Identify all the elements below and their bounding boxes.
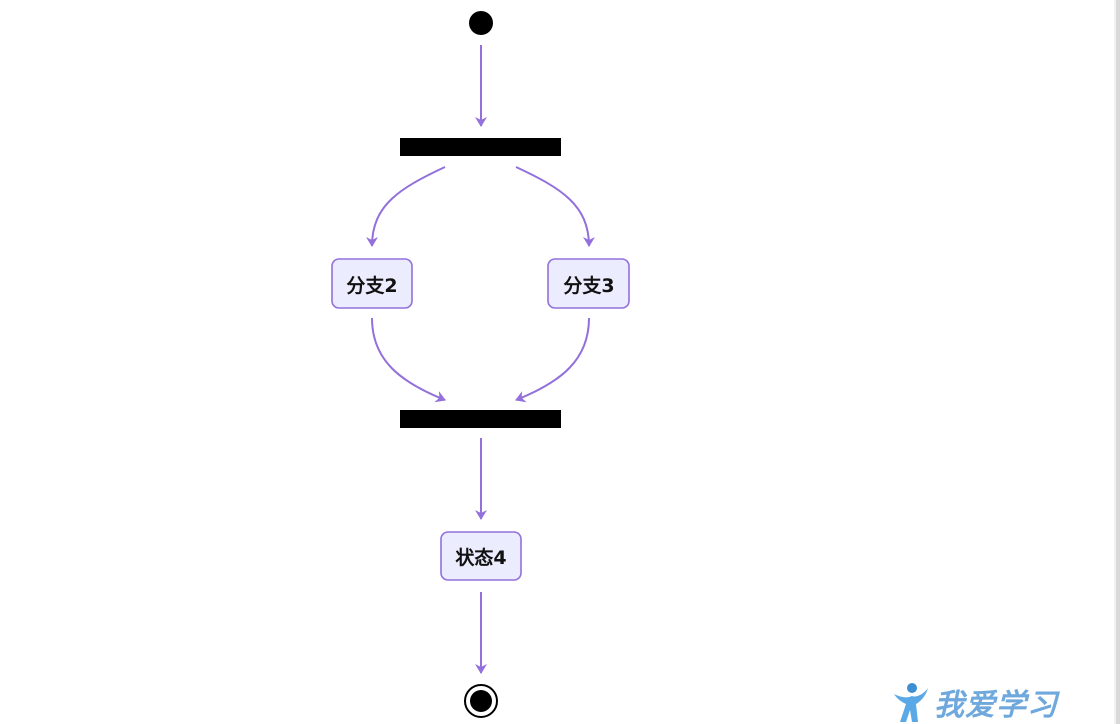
end-state[interactable] bbox=[464, 684, 498, 718]
state-node-state4[interactable]: 状态4 bbox=[440, 531, 522, 581]
state-node-branch3[interactable]: 分支3 bbox=[547, 258, 630, 309]
person-figure-icon bbox=[894, 683, 928, 722]
window-edge bbox=[1116, 0, 1120, 724]
edge-branch2-to-join bbox=[371, 317, 446, 403]
edge-branch3-to-join bbox=[515, 317, 590, 403]
fork-bar[interactable] bbox=[400, 138, 561, 156]
watermark: 我爱学习 bbox=[888, 680, 1116, 724]
branch3-label: 分支3 bbox=[563, 275, 614, 297]
edge-fork-to-branch2 bbox=[366, 166, 446, 247]
state4-label: 状态4 bbox=[455, 546, 506, 569]
end-state-dot bbox=[470, 690, 492, 712]
window-edge-inner bbox=[1114, 0, 1116, 724]
edge-fork-to-branch3 bbox=[515, 166, 595, 247]
join-bar[interactable] bbox=[400, 410, 561, 428]
state-node-branch2[interactable]: 分支2 bbox=[331, 258, 413, 309]
watermark-text: 我爱学习 bbox=[934, 688, 1058, 723]
start-state[interactable] bbox=[469, 11, 493, 35]
state4-box bbox=[440, 531, 522, 581]
branch2-label: 分支2 bbox=[346, 275, 397, 297]
branch2-box bbox=[331, 258, 413, 309]
branch3-box bbox=[547, 258, 630, 309]
